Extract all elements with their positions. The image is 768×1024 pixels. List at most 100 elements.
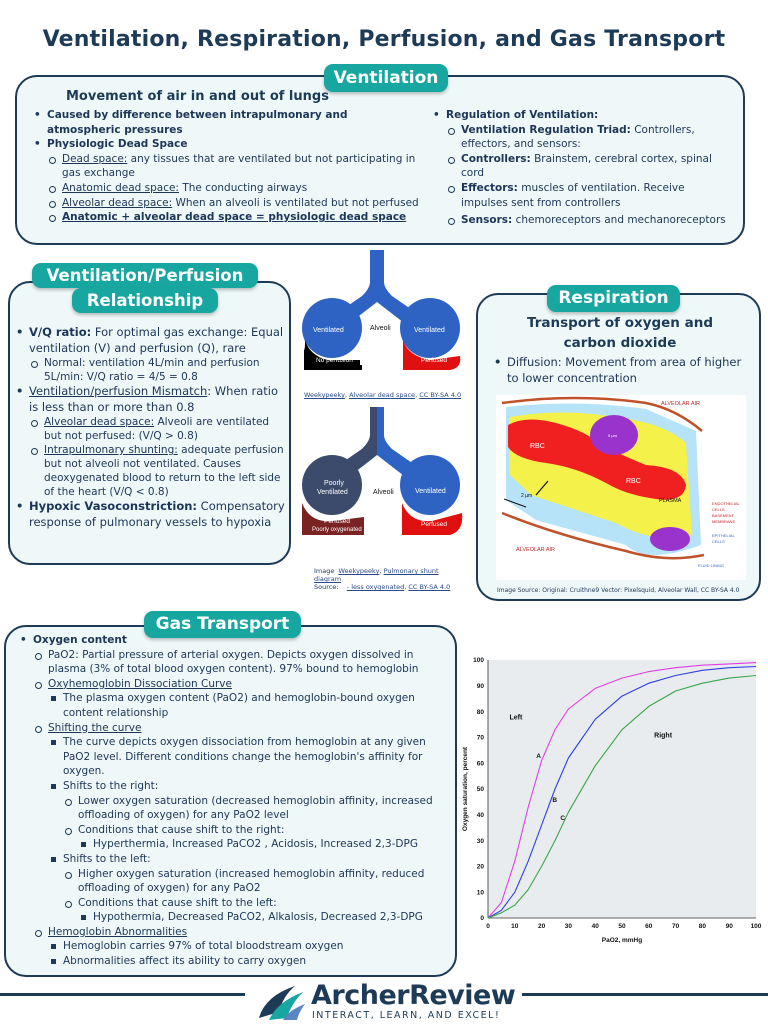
list-item: The curve depicts oxygen dissociation fr… (48, 735, 452, 779)
label-nucleus: 5 µm (608, 433, 618, 438)
series-label-c: C (560, 815, 565, 822)
label-ventilated-right: Ventilated (414, 327, 445, 334)
oxygen-content-heading: Oxygen content (33, 634, 127, 646)
plot-area (488, 660, 756, 918)
list-item: Dead space: any tissues that are ventila… (47, 152, 420, 181)
respiration-list: Diffusion: Movement from area of higher … (494, 354, 750, 386)
list-item: Conditions that cause shift to the right… (63, 823, 452, 852)
label-fluid-lining: FLUID LINING (698, 563, 724, 568)
regulation-heading: Regulation of Ventilation: (446, 109, 599, 121)
series-label-b: B (552, 797, 557, 804)
list-item: Hypothermia, Decreased PaCO2, Alkalosis,… (78, 910, 452, 925)
vq-pill-line1: Ventilation/Perfusion (32, 263, 258, 288)
list-item: Shifting the curve The curve depicts oxy… (33, 721, 452, 925)
series-line-a (487, 662, 757, 919)
label-perfused: Perfused (421, 357, 447, 364)
label-alveolar-air-bottom: ALVEOLAR AIR (516, 547, 555, 553)
label-poorly: Poorly (324, 480, 344, 487)
label-epithelial-2: CELLS (712, 539, 725, 544)
y-tick-label: 80 (477, 709, 485, 716)
y-tick-label: 40 (477, 812, 485, 819)
page-title: Ventilation, Respiration, Perfusion, and… (42, 27, 726, 52)
vq-list: V/Q ratio: For optimal gas exchange: Equ… (16, 325, 286, 530)
respiration-pill: Respiration (547, 285, 680, 312)
list-item: Hemoglobin Abnormalities Hemoglobin carr… (33, 925, 452, 969)
list-item: Conditions that cause shift to the left:… (63, 896, 452, 925)
annotation-left: Left (509, 714, 523, 721)
label-perfused-left: Perfused (324, 518, 350, 525)
y-tick-label: 10 (477, 889, 485, 896)
ventilation-left-list: Caused by difference between intrapulmon… (34, 108, 420, 225)
label-micron: 2 µm (521, 493, 532, 499)
list-item: Anatomic + alveolar dead space = physiol… (47, 210, 420, 225)
label-poorly-oxygenated: Poorly oxygenated (312, 527, 362, 533)
x-tick-label: 80 (699, 923, 707, 930)
x-tick-label: 20 (538, 923, 546, 930)
list-item: Effectors: muscles of ventilation. Recei… (446, 181, 733, 210)
list-item: Hyperthermia, Increased PaCO2 , Acidosis… (78, 837, 452, 852)
x-tick-label: 50 (618, 923, 626, 930)
label-alveoli: Alveoli (370, 325, 391, 332)
list-item: Controllers: Brainstem, cerebral cortex,… (446, 152, 733, 181)
label-ventilated-poor: Ventilated (317, 489, 348, 496)
annotation-right: Right (654, 732, 673, 739)
series-line-c (487, 674, 757, 919)
footer-line-left (0, 993, 245, 996)
footer-brand: ArcherReview (311, 980, 516, 1011)
label-alveolar-air-top: ALVEOLAR AIR (661, 401, 700, 407)
x-tick-label: 10 (511, 923, 519, 930)
list-item: Ventilation Regulation Triad: Controller… (446, 123, 733, 152)
list-item: Ventilation/perfusion Mismatch: When rat… (16, 384, 286, 499)
label-ventilated-right-2: Ventilated (415, 488, 446, 495)
y-tick-label: 70 (477, 735, 485, 742)
y-tick-label: 20 (477, 864, 485, 871)
list-item: PaO2: Partial pressure of arterial oxyge… (33, 648, 452, 677)
list-item: Anatomic dead space: The conducting airw… (47, 181, 420, 196)
x-axis-label: PaO2, mmHg (602, 937, 642, 944)
respiration-heading: Transport of oxygen and carbon dioxide (526, 315, 714, 351)
list-item: Shifts to the left: Higher oxygen satura… (48, 852, 452, 925)
alveolar-dead-space-diagram: Ventilated Alveoli Ventilated No perfusi… (302, 250, 461, 370)
label-rbc-2: RBC (626, 478, 641, 485)
archer-logo-icon (259, 986, 305, 1020)
list-item: Sensors: chemoreceptors and mechanorecep… (446, 213, 733, 228)
list-item: Abnormalities affect its ability to carr… (48, 954, 452, 969)
list-item: V/Q ratio: For optimal gas exchange: Equ… (16, 325, 286, 384)
x-tick-label: 70 (672, 923, 680, 930)
list-item: Lower oxygen saturation (decreased hemog… (63, 794, 452, 823)
y-tick-label: 30 (477, 838, 485, 845)
label-plasma: PLASMA (659, 498, 682, 504)
y-tick-label: 0 (480, 915, 484, 922)
ventilation-pill: Ventilation (324, 64, 448, 92)
label-basement-2: MEMBRANE (712, 519, 735, 524)
pulmonary-shunt-diagram: Poorly Ventilated Alveoli Ventilated Per… (302, 407, 463, 535)
y-tick-label: 60 (477, 760, 485, 767)
footer-tagline: INTERACT, LEARN, AND EXCEL! (312, 1010, 501, 1021)
list-item: Normal: ventilation 4L/min and perfusion… (29, 356, 286, 384)
vq-pill-line2: Relationship (72, 288, 218, 313)
list-item: Alveolar dead space: Alveoli are ventila… (29, 415, 286, 443)
x-tick-label: 0 (486, 923, 490, 930)
y-axis-label: Oxygen saturation, percent (462, 746, 469, 831)
footer-line-right (522, 993, 768, 996)
x-tick-label: 60 (645, 923, 653, 930)
list-item: Intrapulmonary shunting: adequate perfus… (29, 443, 286, 499)
label-epithelial-1: EPITHELIAL (712, 533, 735, 538)
series-line-b (487, 665, 757, 919)
label-basement-1: BASEMENT (712, 513, 735, 518)
x-tick-label: 90 (726, 923, 734, 930)
label-perfused-right: Perfused (421, 521, 447, 528)
gas-transport-list: Oxygen content PaO2: Partial pressure of… (20, 633, 452, 969)
respiration-caption: Image Source: Original: Cruithne9 Vector… (497, 587, 740, 594)
list-item: Diffusion: Movement from area of higher … (494, 354, 750, 386)
list-item: Higher oxygen saturation (increased hemo… (63, 867, 452, 896)
label-endothelial-2: CELLS (712, 507, 725, 512)
ventilation-bullet-pressure: Caused by difference between intrapulmon… (47, 109, 348, 136)
x-tick-label: 40 (592, 923, 600, 930)
list-item: Hypoxic Vasoconstriction: Compensatory r… (16, 499, 286, 530)
list-item: Shifts to the right: Lower oxygen satura… (48, 779, 452, 852)
y-tick-label: 90 (477, 683, 485, 690)
label-alveoli-2: Alveoli (373, 489, 394, 496)
label-ventilated-left: Ventilated (313, 327, 344, 334)
